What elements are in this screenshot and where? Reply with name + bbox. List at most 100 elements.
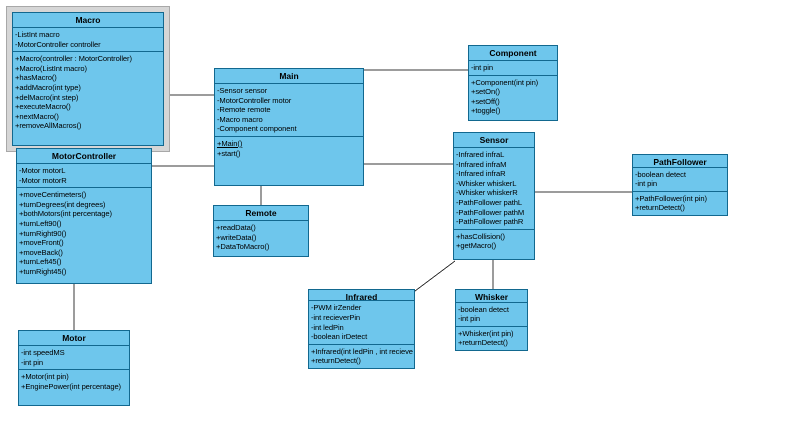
attributes-compartment-pathfollower: -boolean detect-int pin bbox=[633, 167, 727, 192]
method-row: +writeData() bbox=[216, 232, 257, 242]
attribute-row: -Motor motorR bbox=[19, 175, 67, 185]
uml-class-component[interactable]: Component-int pin+Component(int pin)+set… bbox=[468, 45, 558, 121]
method-row: +removeAllMacros() bbox=[15, 121, 82, 131]
uml-class-infrared[interactable]: Infrared-PWM irZender-int recieverPin-in… bbox=[308, 289, 415, 369]
uml-class-motor[interactable]: Motor-int speedMS-int pin+Motor(int pin)… bbox=[18, 330, 130, 406]
class-title-sensor: Sensor bbox=[454, 133, 534, 148]
attribute-row: -boolean irDetect bbox=[311, 332, 368, 342]
method-row: +Infrared(int ledPin , int recieverPin) bbox=[311, 346, 413, 356]
method-row: +setOn() bbox=[471, 87, 500, 97]
method-row: +setOff() bbox=[471, 96, 500, 106]
method-row: +hasMacro() bbox=[15, 73, 57, 83]
uml-class-remote[interactable]: Remote+readData()+writeData()+DataToMacr… bbox=[213, 205, 309, 257]
attribute-row: -int pin bbox=[21, 357, 43, 367]
method-row: +Whisker(int pin) bbox=[458, 328, 514, 338]
attribute-row: -int pin bbox=[458, 314, 480, 324]
class-title-motor: Motor bbox=[19, 331, 129, 346]
attributes-compartment-macro: -ListInt macro-MotorController controlle… bbox=[13, 28, 163, 53]
class-title-component: Component bbox=[469, 46, 557, 61]
attributes-compartment-infrared: -PWM irZender-int recieverPin-int ledPin… bbox=[309, 301, 414, 345]
method-row: +executeMacro() bbox=[15, 102, 71, 112]
attribute-row: -PathFollower pathR bbox=[456, 217, 524, 227]
attribute-row: -Sensor sensor bbox=[217, 86, 268, 95]
method-row: +DataToMacro() bbox=[216, 242, 270, 252]
attributes-compartment-main: -Sensor sensor-MotorController motor-Rem… bbox=[215, 84, 363, 137]
attributes-compartment-whisker: -boolean detect-int pin bbox=[456, 302, 527, 327]
class-title-whisker: Whisker bbox=[456, 290, 527, 303]
method-row: +turnRight90() bbox=[19, 228, 67, 238]
method-row: +Component(int pin) bbox=[471, 77, 539, 87]
attribute-row: -Remote remote bbox=[217, 105, 271, 115]
uml-class-macro[interactable]: Macro-ListInt macro-MotorController cont… bbox=[7, 7, 169, 151]
methods-compartment-motor: +Motor(int pin)+EnginePower(int percenta… bbox=[19, 370, 129, 405]
attribute-row: -PathFollower pathL bbox=[456, 197, 523, 207]
connector-sensor-infrared bbox=[414, 260, 456, 292]
methods-compartment-motorcontroller: +moveCentimeters()+turnDegrees(int degre… bbox=[17, 188, 151, 283]
method-row: +returnDetect() bbox=[311, 356, 361, 366]
methods-compartment-pathfollower: +PathFollower(int pin)+returnDetect() bbox=[633, 191, 727, 215]
method-row: +Macro(controller : MotorController) bbox=[15, 54, 132, 64]
method-row: +toggle() bbox=[471, 106, 501, 116]
uml-class-motorcontroller[interactable]: MotorController-Motor motorL-Motor motor… bbox=[16, 148, 152, 284]
method-row: +getMacro() bbox=[456, 241, 497, 251]
attributes-compartment-motorcontroller: -Motor motorL-Motor motorR bbox=[17, 164, 151, 189]
attributes-compartment-sensor: -Infrared infraL-Infrared infraM-Infrare… bbox=[454, 148, 534, 230]
attribute-row: -MotorController controller bbox=[15, 39, 101, 49]
method-row: +addMacro(int type) bbox=[15, 82, 81, 92]
uml-class-pathfollower[interactable]: PathFollower-boolean detect-int pin+Path… bbox=[632, 154, 728, 216]
attribute-row: -int recieverPin bbox=[311, 313, 361, 323]
class-title-main: Main bbox=[215, 69, 363, 84]
attribute-row: -Whisker whiskerR bbox=[456, 188, 518, 198]
attribute-row: -Component component bbox=[217, 124, 297, 134]
attribute-row: -MotorController motor bbox=[217, 95, 292, 105]
class-title-pathfollower: PathFollower bbox=[633, 155, 727, 168]
method-row: +turnLeft45() bbox=[19, 257, 62, 267]
uml-class-sensor[interactable]: Sensor-Infrared infraL-Infrared infraM-I… bbox=[453, 132, 535, 260]
attributes-compartment-motor: -int speedMS-int pin bbox=[19, 346, 129, 371]
attribute-row: -Whisker whiskerL bbox=[456, 178, 517, 188]
attribute-row: -boolean detect bbox=[635, 169, 686, 179]
attribute-row: -Infrared infraM bbox=[456, 159, 507, 169]
uml-class-whisker[interactable]: Whisker-boolean detect-int pin+Whisker(i… bbox=[455, 289, 528, 351]
method-row: +nextMacro() bbox=[15, 111, 59, 121]
methods-compartment-remote: +readData()+writeData()+DataToMacro() bbox=[214, 221, 308, 256]
method-row: +moveFront() bbox=[19, 238, 64, 248]
class-title-macro: Macro bbox=[13, 13, 163, 28]
method-row: +hasCollision() bbox=[456, 231, 505, 241]
method-row: +readData() bbox=[216, 223, 256, 232]
methods-compartment-macro: +Macro(controller : MotorController)+Mac… bbox=[13, 52, 163, 145]
method-row: +returnDetect() bbox=[458, 338, 508, 348]
attribute-row: -ListInt macro bbox=[15, 30, 60, 39]
attribute-row: -Macro macro bbox=[217, 114, 263, 124]
uml-class-main[interactable]: Main-Sensor sensor-MotorController motor… bbox=[214, 68, 364, 186]
method-row: +delMacro(int step) bbox=[15, 92, 79, 102]
method-row: +start() bbox=[217, 148, 241, 158]
methods-compartment-component: +Component(int pin)+setOn()+setOff()+tog… bbox=[469, 75, 557, 120]
method-row: +turnRight45() bbox=[19, 266, 67, 276]
method-row: +Main() bbox=[217, 138, 243, 148]
methods-compartment-whisker: +Whisker(int pin)+returnDetect() bbox=[456, 326, 527, 350]
method-row: +Motor(int pin) bbox=[21, 372, 69, 382]
method-row: +EnginePower(int percentage) bbox=[21, 381, 121, 391]
class-title-remote: Remote bbox=[214, 206, 308, 221]
method-row: +bothMotors(int percentage) bbox=[19, 209, 112, 219]
method-row: +returnDetect() bbox=[635, 203, 685, 213]
attribute-row: -PWM irZender bbox=[311, 303, 362, 313]
method-row: +turnDegrees(int degrees) bbox=[19, 199, 106, 209]
attribute-row: -Infrared infraL bbox=[456, 150, 505, 159]
method-row: +moveBack() bbox=[19, 247, 63, 257]
attribute-row: -PathFollower pathM bbox=[456, 207, 525, 217]
method-row: +PathFollower(int pin) bbox=[635, 193, 707, 203]
attribute-row: -Infrared infraR bbox=[456, 169, 506, 179]
methods-compartment-main: +Main()+start() bbox=[215, 136, 363, 185]
methods-compartment-sensor: +hasCollision()+getMacro() bbox=[454, 229, 534, 259]
attribute-row: -int pin bbox=[471, 63, 493, 72]
class-title-infrared: Infrared bbox=[309, 290, 414, 302]
attribute-row: -int speedMS bbox=[21, 348, 65, 357]
method-row: +Macro(ListInt macro) bbox=[15, 63, 87, 73]
method-row: +turnLeft90() bbox=[19, 218, 62, 228]
attribute-row: -boolean detect bbox=[458, 304, 509, 314]
class-title-motorcontroller: MotorController bbox=[17, 149, 151, 164]
attribute-row: -int ledPin bbox=[311, 322, 344, 332]
